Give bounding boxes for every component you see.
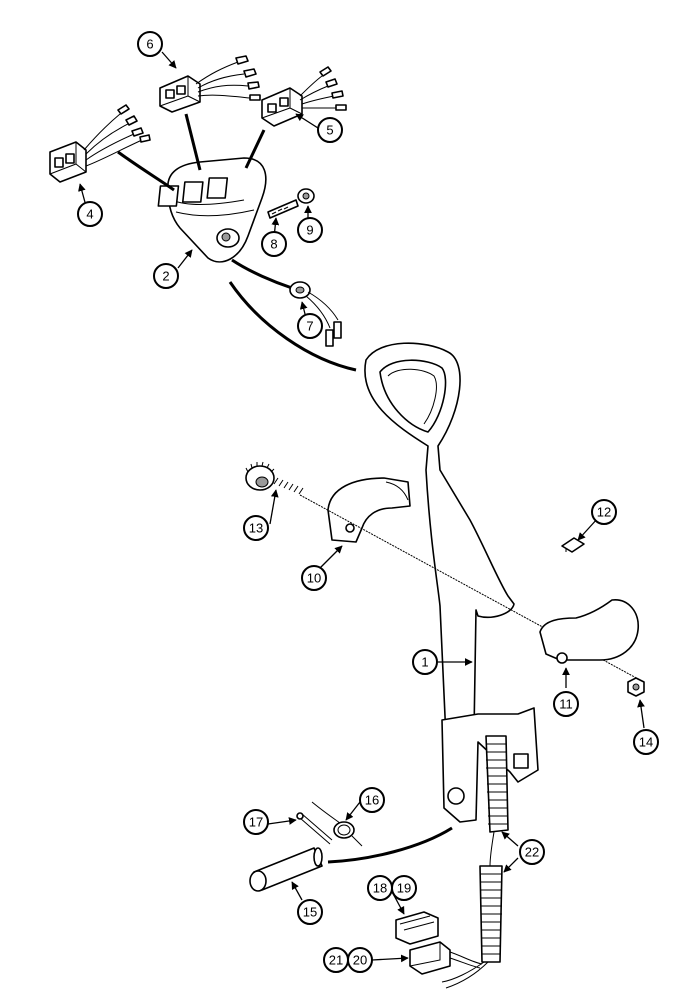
callout-7: 7 xyxy=(297,313,323,339)
callout-15-label: 15 xyxy=(303,905,317,920)
pin-15-drawing xyxy=(249,847,323,892)
callout-5: 5 xyxy=(317,117,343,143)
callout-14-label: 14 xyxy=(639,735,653,750)
callout-20-label: 20 xyxy=(353,953,367,968)
callout-1-label: 1 xyxy=(421,655,428,670)
callout-14: 14 xyxy=(633,729,659,755)
connector-18-drawing xyxy=(395,911,439,945)
connector-20-drawing xyxy=(409,941,483,975)
callout-17: 17 xyxy=(243,809,269,835)
callout-8: 8 xyxy=(261,231,287,257)
callout-15: 15 xyxy=(297,899,323,925)
lever-1-drawing xyxy=(364,342,539,823)
callout-10-label: 10 xyxy=(307,571,321,586)
callout-22-label: 22 xyxy=(525,845,539,860)
callout-4: 4 xyxy=(77,201,103,227)
callout-5-label: 5 xyxy=(326,123,333,138)
callout-11: 11 xyxy=(553,691,579,717)
callout-20: 20 xyxy=(347,947,373,973)
callout-18-label: 18 xyxy=(373,881,387,896)
callout-2: 2 xyxy=(153,263,179,289)
callout-19-label: 19 xyxy=(397,881,411,896)
callout-9: 9 xyxy=(297,217,323,243)
callout-1: 1 xyxy=(412,649,438,675)
callout-12: 12 xyxy=(591,499,617,525)
lamp-7-drawing xyxy=(289,281,342,347)
cotter-pin-17-drawing xyxy=(296,812,333,845)
screw-8-drawing xyxy=(267,199,299,219)
callout-8-label: 8 xyxy=(270,237,277,252)
callout-6-label: 6 xyxy=(146,37,153,52)
callout-21-label: 21 xyxy=(329,953,343,968)
clip-12-drawing xyxy=(561,537,585,553)
knob-13-drawing xyxy=(245,461,304,495)
harness-line-5 xyxy=(244,129,266,169)
callout-19: 19 xyxy=(391,875,417,901)
connector-4-drawing xyxy=(49,104,151,183)
callout-7-label: 7 xyxy=(306,319,313,334)
harness-line-4 xyxy=(117,150,175,192)
nut-9-drawing xyxy=(297,188,315,204)
callout-16: 16 xyxy=(359,787,385,813)
callout-2-label: 2 xyxy=(162,269,169,284)
callout-12-label: 12 xyxy=(597,505,611,520)
callout-4-label: 4 xyxy=(86,207,93,222)
callout-21: 21 xyxy=(323,947,349,973)
clamp-11-drawing xyxy=(539,599,639,664)
harness-line-7 xyxy=(231,258,293,290)
switch-panel-2-drawing xyxy=(157,157,267,263)
pin-assembly-line xyxy=(327,826,453,864)
clamp-10-drawing xyxy=(327,477,411,543)
connector-6-drawing xyxy=(159,55,261,113)
harness-line-6 xyxy=(184,113,202,171)
callout-22: 22 xyxy=(519,839,545,865)
callout-9-label: 9 xyxy=(306,223,313,238)
callout-17-label: 17 xyxy=(249,815,263,830)
callout-16-label: 16 xyxy=(365,793,379,808)
nut-14-drawing xyxy=(627,677,645,697)
callout-13: 13 xyxy=(243,515,269,541)
callout-10: 10 xyxy=(301,565,327,591)
harness-line-grip xyxy=(228,281,357,372)
callout-6: 6 xyxy=(137,31,163,57)
callout-13-label: 13 xyxy=(249,521,263,536)
callout-11-label: 11 xyxy=(559,697,573,712)
callout-18: 18 xyxy=(367,875,393,901)
harness-22-drawing xyxy=(441,735,509,989)
spring-16-drawing xyxy=(311,801,363,847)
